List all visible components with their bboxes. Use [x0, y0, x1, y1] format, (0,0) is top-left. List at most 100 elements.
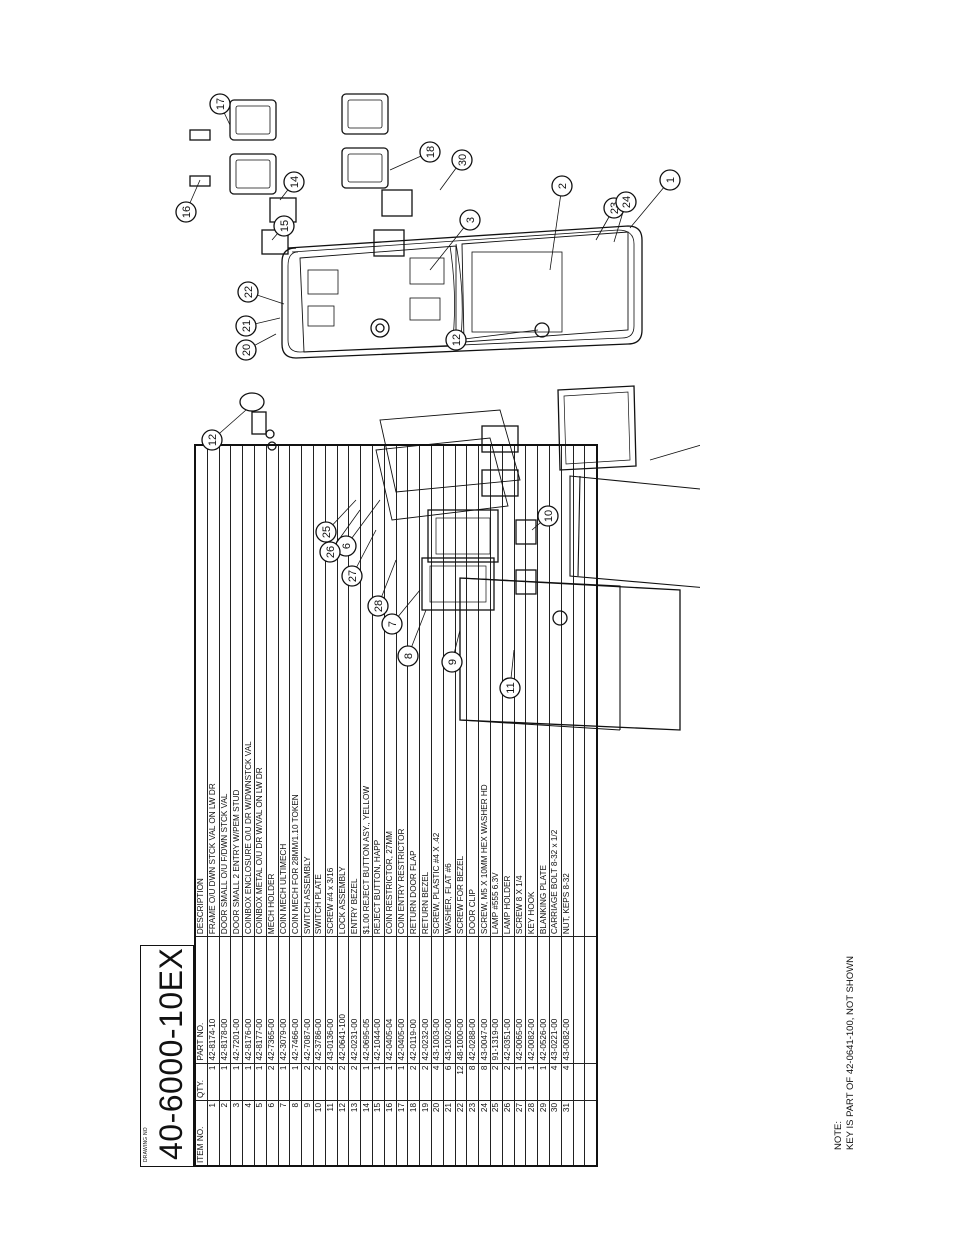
cell-item-no: 10 [313, 1100, 326, 1166]
coinbox-enclosure [459, 577, 681, 731]
callout-10: 10 [531, 505, 559, 531]
callout-17: 17 [209, 93, 231, 126]
callout-27: 27 [341, 529, 377, 587]
cell-qty: 2 [407, 1063, 420, 1101]
cell-part-no: 42-7365-00 [266, 936, 279, 1064]
blank-cell [573, 1100, 585, 1166]
cell-part-no: 42-0232-00 [419, 936, 432, 1064]
callout-31: 31 [649, 444, 700, 461]
callout-bubble [441, 651, 463, 673]
callout-bubble [381, 613, 403, 635]
blank-cell [584, 936, 598, 1064]
cell-item-no: 13 [348, 1100, 361, 1166]
callout-bubble [315, 521, 337, 543]
callout-bubble [235, 315, 257, 337]
cell-part-no: 42-7201-00 [230, 936, 243, 1064]
cell-part-no: 91-1319-00 [490, 936, 503, 1064]
cell-item-no: 30 [549, 1100, 562, 1166]
leader-line [455, 329, 539, 341]
note-title: NOTE: [833, 1120, 844, 1150]
callout-14: 14 [279, 171, 305, 201]
cell-item-no: 11 [325, 1100, 338, 1166]
cell-part-no: 42-0082-00 [525, 936, 538, 1064]
callout-bubble [499, 677, 521, 699]
cell-item-no: 9 [301, 1100, 314, 1166]
drawing-number: 40-6000-10EX [153, 947, 189, 1160]
callout-bubble [201, 429, 223, 451]
mech-holders [375, 409, 521, 521]
cell-qty: 2 [490, 1063, 503, 1101]
note-text: KEY IS PART OF 42-0641-100, NOT SHOWN [845, 956, 856, 1150]
cell-qty: 2 [325, 1063, 338, 1101]
cell-item-no: 26 [502, 1100, 515, 1166]
callout-25: 25 [315, 499, 357, 543]
callout-number: 24 [621, 196, 633, 208]
callout-number: 15 [279, 220, 291, 232]
cell-part-no: 42-0351-00 [502, 936, 515, 1064]
callout-21: 21 [235, 315, 281, 337]
callout-11: 11 [499, 649, 521, 699]
cell-qty: 4 [549, 1063, 562, 1101]
callout-15: 15 [271, 215, 295, 241]
cell-part-no: 42-7087-00 [301, 936, 314, 1064]
callout-18: 18 [389, 141, 441, 171]
callout-7: 7 [381, 589, 421, 635]
cell-item-no: 23 [466, 1100, 479, 1166]
cell-item-no: 1 [207, 1100, 220, 1166]
cell-qty: 1 [289, 1063, 302, 1101]
callout-1: 1 [629, 169, 681, 229]
cell-part-no: 43-0221-00 [549, 936, 562, 1064]
callout-number: 6 [341, 543, 353, 549]
cell-part-no: 42-7466-00 [289, 936, 302, 1064]
cell-part-no: 42-8174-10 [207, 936, 220, 1064]
callout-6: 6 [335, 499, 381, 557]
cell-item-no: 14 [360, 1100, 373, 1166]
callout-number: 12 [451, 334, 463, 346]
callout-number: 25 [321, 526, 333, 538]
callout-bubble [537, 505, 559, 527]
cell-qty: 2 [301, 1063, 314, 1101]
callout-9: 9 [441, 629, 463, 673]
cell-part-no: 42-0119-00 [407, 936, 420, 1064]
cell-qty: 6 [443, 1063, 456, 1101]
callout-bubble [341, 565, 363, 587]
cell-item-no: 5 [254, 1100, 267, 1166]
exploded-view-drawing: 1234567891011121214151617182021222324252… [175, 93, 700, 731]
cell-item-no: 24 [478, 1100, 491, 1166]
cell-qty: 2 [348, 1063, 361, 1101]
drawing-title-box: DRAWING NO 40-6000-10EX [140, 945, 194, 1167]
callout-bubble [319, 541, 341, 563]
callout-30: 30 [439, 149, 473, 191]
cell-qty: 1 [230, 1063, 243, 1101]
cell-item-no: 4 [242, 1100, 255, 1166]
callout-8: 8 [397, 609, 427, 667]
cell-item-no: 29 [537, 1100, 550, 1166]
callout-12: 12 [201, 409, 247, 451]
callout-number: 7 [387, 621, 399, 627]
cell-qty: 1 [360, 1063, 373, 1101]
cell-qty: 1 [372, 1063, 385, 1101]
cell-qty: 1 [525, 1063, 538, 1101]
cell-item-no: 8 [289, 1100, 302, 1166]
callout-bubble [367, 595, 389, 617]
cell-qty: 1 [278, 1063, 290, 1101]
cell-part-no: 42-3079-00 [278, 936, 290, 1064]
callout-number: 14 [289, 176, 301, 188]
callout-24: 24 [613, 191, 637, 243]
callout-bubble [273, 215, 295, 237]
cell-qty: 1 [219, 1063, 231, 1101]
leader-line [549, 185, 563, 271]
cell-qty: 2 [337, 1063, 349, 1101]
cell-item-no: 25 [490, 1100, 503, 1166]
header-part-no: PART NO. [195, 936, 208, 1064]
entry-bezels [189, 93, 413, 257]
blank-cell [573, 1063, 585, 1101]
callout-bubble [451, 149, 473, 171]
callout-12: 12 [445, 329, 539, 351]
cell-qty: 2 [313, 1063, 326, 1101]
cell-qty: 1 [254, 1063, 267, 1101]
cell-part-no: 43-0136-00 [325, 936, 338, 1064]
cell-item-no: 18 [407, 1100, 420, 1166]
cell-qty: 4 [431, 1063, 444, 1101]
callout-number: 9 [447, 659, 459, 665]
